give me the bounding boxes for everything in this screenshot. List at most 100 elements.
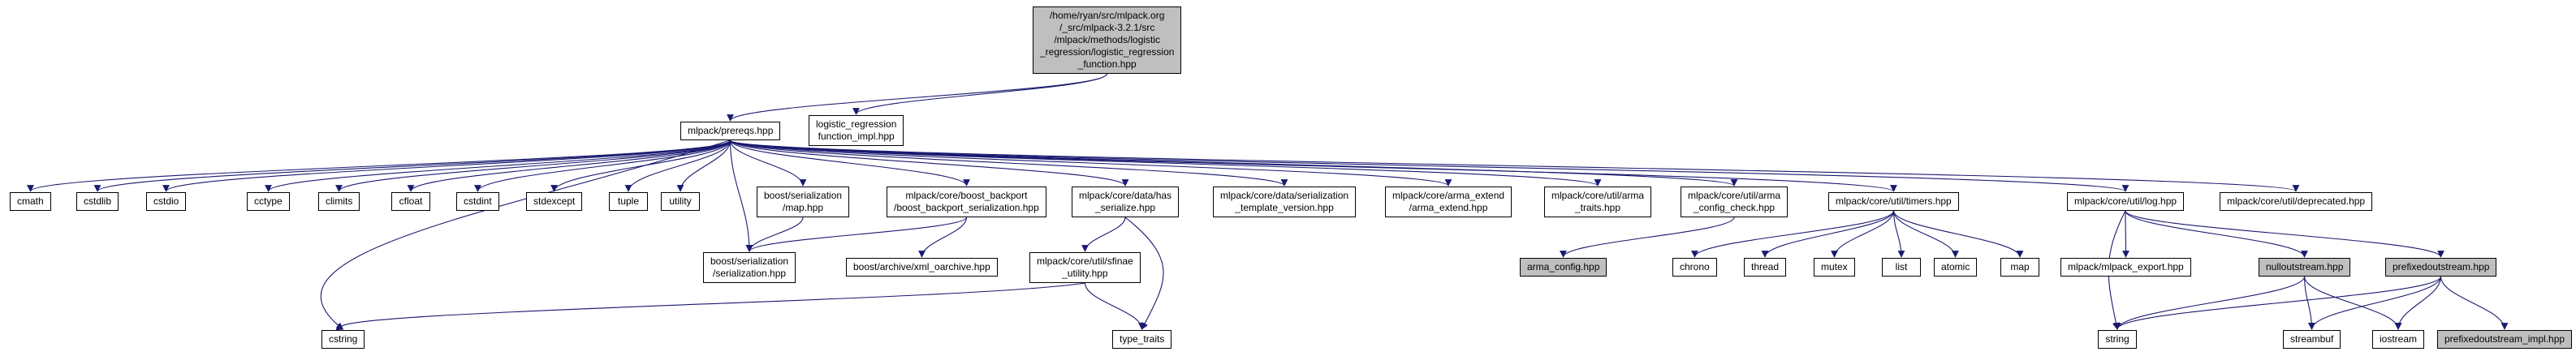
node-cfloat: cfloat [391, 192, 430, 211]
node-label-line: cstdio [153, 195, 179, 207]
node-label-line: string [2105, 333, 2129, 345]
node-cctype: cctype [247, 192, 290, 211]
node-label-line: arma_config.hpp [1527, 261, 1600, 272]
node-label-line: /home/ryan/src/mlpack.org [1050, 10, 1165, 21]
include-edge-prereqs-to-map_boost [729, 139, 807, 187]
node-label-line: chrono [1680, 261, 1710, 272]
include-edge-prereqs-to-cstdint [474, 139, 731, 192]
include-edge-prereqs-to-tuple [624, 139, 731, 192]
node-label-line: mlpack/core/util/deprecated.hpp [2227, 195, 2366, 207]
node-label-line: type_traits [1120, 333, 1165, 345]
include-edge-log-to-nulloutstream [2125, 210, 2308, 258]
include-edge-sfinae-to-type_traits [1084, 282, 1146, 330]
node-label-line: mlpack/core/util/arma [1688, 190, 1781, 201]
node-thread: thread [1744, 258, 1787, 277]
include-edge-prereqs-to-backport [729, 139, 970, 187]
node-mutex: mutex [1814, 258, 1855, 277]
node-label-line: mutex [1821, 261, 1848, 272]
node-list: list [1882, 258, 1921, 277]
include-edge-log-to-prefixedoutstream [2125, 210, 2444, 258]
node-cstdio: cstdio [146, 192, 187, 211]
include-edge-has_serialize-to-sfinae [1081, 217, 1126, 252]
node-label-line: _function.hpp [1077, 58, 1137, 70]
node-backport[interactable]: mlpack/core/boost_backport/boost_backpor… [887, 187, 1046, 217]
include-edge-timers-to-atomic [1892, 210, 1959, 258]
include-edge-prereqs-to-cstring [320, 139, 731, 330]
include-edge-main-to-prereqs [727, 73, 1108, 122]
node-label-line: mlpack/mlpack_export.hpp [2068, 261, 2184, 272]
node-label-line: /mlpack/methods/logistic [1054, 34, 1161, 45]
node-label-line: _regression/logistic_regression [1040, 46, 1175, 58]
include-edge-nulloutstream-to-streambuf [2303, 276, 2315, 330]
node-label-line: thread [1751, 261, 1780, 272]
node-label-line: cstdint [464, 195, 492, 207]
node-arma_config[interactable]: arma_config.hpp [1520, 258, 1607, 277]
include-edge-timers-to-chrono [1691, 210, 1895, 258]
node-cstdint: cstdint [456, 192, 499, 211]
node-label-line: iostream [2380, 333, 2418, 345]
node-label-line: boost/serialization [710, 255, 789, 267]
node-label-line: cmath [17, 195, 44, 207]
include-edge-has_serialize-to-type_traits [1124, 217, 1164, 330]
node-label-line: map [2010, 261, 2030, 272]
include-edge-nulloutstream-to-string [2113, 276, 2306, 330]
include-edge-nulloutstream-to-iostream [2303, 276, 2402, 330]
include-edge-prereqs-to-log [729, 139, 2129, 192]
node-arma_extend[interactable]: mlpack/core/arma_extend/arma_extend.hpp [1385, 187, 1512, 217]
node-label-line: streambuf [2290, 333, 2334, 345]
node-label-line: mlpack/core/util/sfinae [1037, 255, 1133, 267]
node-label-line: _config_check.hpp [1693, 202, 1776, 213]
node-label-line: cstdlib [84, 195, 112, 207]
node-has_serialize[interactable]: mlpack/core/data/has_serialize.hpp [1072, 187, 1180, 217]
node-label-line: mlpack/core/util/timers.hpp [1836, 195, 1952, 207]
include-edge-prereqs-to-stdexcept [550, 139, 731, 192]
node-mlpack_export[interactable]: mlpack/mlpack_export.hpp [2060, 258, 2191, 277]
node-type_traits: type_traits [1112, 330, 1172, 349]
node-log[interactable]: mlpack/core/util/log.hpp [2067, 192, 2185, 211]
node-label-line: climits [326, 195, 353, 207]
node-ser_template[interactable]: mlpack/core/data/serialization_template_… [1213, 187, 1357, 217]
node-utility: utility [661, 192, 700, 211]
include-edge-prereqs-to-climits [335, 139, 731, 192]
node-label-line: boost/serialization [764, 190, 843, 201]
include-edge-prereqs-to-cfloat [407, 139, 731, 192]
node-label-line: _traits.hpp [1575, 202, 1621, 213]
node-label-line: /serialization.hpp [713, 268, 787, 279]
node-timers[interactable]: mlpack/core/util/timers.hpp [1828, 192, 1959, 211]
node-label-line: boost/archive/xml_oarchive.hpp [853, 261, 990, 272]
node-prefixedoutstream[interactable]: prefixedoutstream.hpp [2385, 258, 2497, 277]
node-prefixed_impl[interactable]: prefixedoutstream_impl.hpp [2437, 330, 2573, 349]
include-edge-sfinae-to-cstring [335, 282, 1085, 331]
node-deprecated[interactable]: mlpack/core/util/deprecated.hpp [2220, 192, 2373, 211]
node-prereqs[interactable]: mlpack/prereqs.hpp [680, 122, 781, 140]
node-serialization_boost: boost/serialization/serialization.hpp [703, 252, 796, 283]
include-edge-map_boost-to-serialization_boost [745, 217, 804, 252]
include-edge-prefixedoutstream-to-string [2113, 276, 2442, 330]
node-tuple: tuple [609, 192, 648, 211]
node-stdexcept: stdexcept [526, 192, 583, 211]
include-edge-prefixedoutstream-to-iostream [2394, 276, 2442, 330]
node-climits: climits [318, 192, 360, 211]
node-label-line: _serialize.hpp [1095, 202, 1156, 213]
node-streambuf: streambuf [2283, 330, 2341, 349]
node-iostream: iostream [2372, 330, 2425, 349]
node-label-line: nulloutstream.hpp [2266, 261, 2344, 272]
include-edge-log-to-mlpack_export [2122, 210, 2129, 258]
node-arma_config_check[interactable]: mlpack/core/util/arma_config_check.hpp [1681, 187, 1789, 217]
node-label-line: mlpack/core/data/has [1079, 190, 1172, 201]
include-edge-prereqs-to-timers [729, 139, 1897, 192]
include-edge-prereqs-to-arma_config_check [729, 139, 1737, 187]
node-label-line: mlpack/core/arma_extend [1392, 190, 1505, 201]
node-arma_traits[interactable]: mlpack/core/util/arma_traits.hpp [1544, 187, 1652, 217]
include-edge-prereqs-to-utility [676, 139, 731, 192]
include-edge-timers-to-mutex [1831, 210, 1895, 258]
include-edge-prereqs-to-arma_traits [729, 139, 1602, 187]
node-label-line: logistic_regression [816, 118, 897, 130]
node-label-line: cfloat [399, 195, 423, 207]
node-sfinae[interactable]: mlpack/core/util/sfinae_utility.hpp [1029, 252, 1141, 283]
include-edge-timers-to-thread [1761, 210, 1895, 258]
node-nulloutstream[interactable]: nulloutstream.hpp [2259, 258, 2351, 277]
